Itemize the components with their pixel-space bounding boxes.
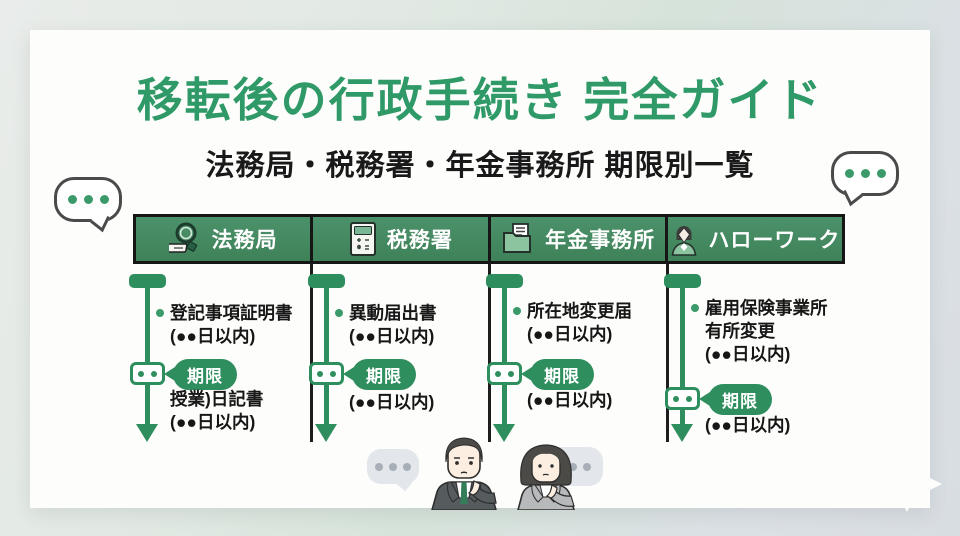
- thinking-people-illustration: [431, 437, 575, 510]
- timeline-arrow-icon: [493, 424, 515, 442]
- column-nenkin: 所在地変更届 (●●日以内) 期限 (●●日以内): [486, 264, 668, 448]
- procedure-table: 法務局 税務署: [129, 214, 846, 448]
- deadline-badge: 期限: [699, 384, 772, 415]
- column-divider: [310, 264, 313, 442]
- deadline-label: 期限: [366, 367, 402, 386]
- deadline-label: 期限: [722, 392, 758, 411]
- magnifier-document-icon: [168, 222, 203, 256]
- deadline-item: 授業)日記書 (●●日以内): [170, 389, 264, 432]
- folder-document-icon: [500, 222, 536, 256]
- ellipsis-dot: [99, 195, 109, 204]
- timeline-arrow-icon: [671, 424, 693, 442]
- timeline-node-icon: [665, 387, 700, 410]
- deadline-badge: 期限: [521, 359, 594, 390]
- bullet-dot: [335, 309, 343, 317]
- bullet-dot: [691, 304, 699, 312]
- timeline-node-icon: [309, 362, 344, 385]
- document-item: 所在地変更届 (●●日以内): [527, 301, 632, 344]
- slide-card: 移転後の行政手続き 完全ガイド 法務局・税務署・年金事務所 期限別一覧: [30, 30, 942, 512]
- document-item: 登記事項証明書 (●●日以内): [170, 303, 293, 346]
- bullet-dot: [513, 307, 521, 315]
- timeline-arrow-icon: [315, 424, 337, 442]
- ellipsis-dot: [844, 169, 854, 178]
- timeline-node-icon: [130, 362, 165, 385]
- document-item: 雇用保険事業所 有所変更 (●●日以内): [705, 298, 828, 364]
- column-divider: [666, 264, 669, 442]
- column-houmukyoku: 登記事項証明書 (●●日以内) 期限 授業)日記書 (●●日以内): [129, 264, 311, 448]
- ellipsis-dot: [876, 169, 886, 178]
- column-divider: [488, 264, 491, 442]
- timeline-node-icon: [487, 362, 522, 385]
- bullet-dot: [156, 309, 164, 317]
- corner-arrow-down-icon: [894, 486, 920, 512]
- column-header-label: 法務局: [211, 229, 278, 252]
- column-hellowork: 雇用保険事業所 有所変更 (●●日以内) 期限 (●●日以内): [664, 264, 846, 448]
- document-item: 異動届出書 (●●日以内): [349, 303, 437, 346]
- ellipsis-dot: [67, 195, 77, 204]
- table-header-row: 法務局 税務署: [133, 214, 845, 264]
- ellipsis-dot: [83, 195, 93, 204]
- person-icon: [669, 222, 699, 256]
- column-header-label: ハローワーク: [708, 229, 841, 252]
- column-header-label: 税務署: [386, 229, 453, 252]
- thinking-man: [431, 437, 497, 510]
- deadline-item: (●●日以内): [705, 415, 791, 435]
- deadline-item: (●●日以内): [527, 390, 613, 410]
- ellipsis-bubble-right: [831, 151, 899, 196]
- column-header-hellowork: ハローワーク: [667, 217, 842, 261]
- column-header-nenkin: 年金事務所: [490, 217, 668, 261]
- page-subtitle: 法務局・税務署・年金事務所 期限別一覧: [205, 150, 755, 182]
- deadline-badge: 期限: [343, 359, 416, 390]
- ellipsis-bubble-man: [367, 449, 419, 484]
- deadline-badge: 期限: [164, 359, 237, 390]
- column-header-houmukyoku: 法務局: [136, 217, 314, 261]
- timeline-line: [145, 280, 150, 426]
- column-zeimusho: 異動届出書 (●●日以内) 期限 (●●日以内): [308, 264, 490, 448]
- calculator-icon: [348, 221, 378, 257]
- deadline-label: 期限: [544, 367, 580, 386]
- page-title: 移転後の行政手続き 完全ガイド: [136, 74, 824, 126]
- timeline-arrow-icon: [136, 424, 158, 442]
- table-body: 登記事項証明書 (●●日以内) 期限 授業)日記書 (●●日以内): [129, 264, 846, 448]
- thinking-woman: [517, 444, 575, 510]
- timeline-line: [680, 280, 685, 426]
- deadline-item: (●●日以内): [349, 392, 435, 412]
- deadline-label: 期限: [187, 367, 223, 386]
- timeline-line: [324, 280, 329, 426]
- ellipsis-bubble-left: [54, 177, 122, 222]
- column-header-label: 年金事務所: [545, 229, 656, 252]
- column-header-zeimusho: 税務署: [313, 217, 491, 261]
- timeline-line: [502, 280, 507, 426]
- ellipsis-dot: [860, 169, 870, 178]
